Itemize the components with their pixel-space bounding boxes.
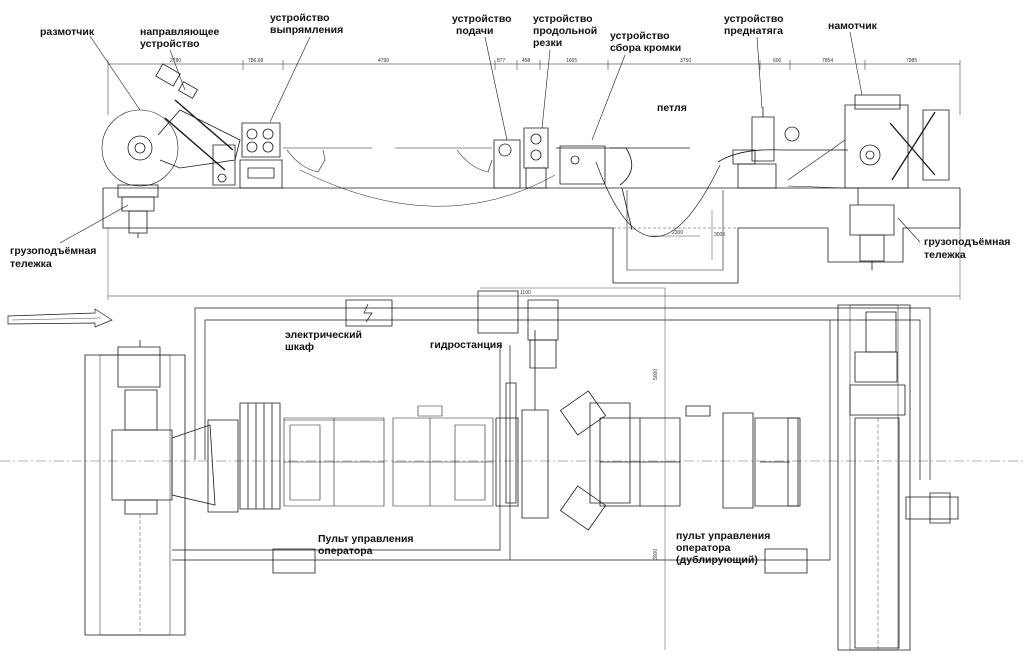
foundation-outline <box>103 188 960 283</box>
label-slitter-line1: устройство <box>533 13 593 25</box>
label-slitter-line3: резки <box>533 37 563 49</box>
label-loop: петля <box>657 102 687 114</box>
electrical-cabinet <box>346 300 392 326</box>
label-edge-line2: сбора кромки <box>610 42 682 54</box>
recoiler-plan <box>838 305 958 650</box>
pretension-device <box>718 107 848 188</box>
dim-loop-width: 2300 <box>672 230 683 236</box>
direction-arrow <box>8 309 112 327</box>
dim-4: 877 <box>497 58 506 64</box>
label-panel-line2: оператора <box>318 545 373 557</box>
dim-3: 4790 <box>378 58 389 64</box>
dim-1: 2780 <box>170 58 181 64</box>
label-car-right-line1: грузоподъёмная <box>924 236 1011 248</box>
label-panel-line1: Пульт управления <box>318 533 414 545</box>
label-car-left-line1: грузоподъёмная <box>10 245 97 257</box>
hydraulic-station <box>478 291 518 333</box>
label-pretension-line1: устройство <box>724 13 784 25</box>
dim-2: 786.68 <box>248 58 264 64</box>
transfer-tables <box>283 148 555 206</box>
straightener-plan <box>208 403 280 512</box>
top-dimension-chain <box>108 60 960 115</box>
label-panel2-line2: оператора <box>676 542 731 554</box>
cable-route-upper <box>195 308 930 480</box>
label-panel2-line1: пульт управления <box>676 530 771 542</box>
label-straightener-line1: устройство <box>270 12 330 24</box>
label-pretension-line2: преднатяга <box>724 25 783 37</box>
uncoiler-plan <box>85 340 215 635</box>
loop-strip <box>596 162 720 237</box>
slitter-plan <box>496 300 558 518</box>
label-hydro: гидростанция <box>430 339 503 351</box>
label-car-right-line2: тележка <box>924 249 966 261</box>
label-slitter-line2: продольной <box>533 25 598 37</box>
plan-view: 1100 5000 3000 <box>0 288 1024 650</box>
dim-7: 3750 <box>680 58 691 64</box>
edge-collector-plan <box>560 391 710 530</box>
operator-panel <box>273 549 315 573</box>
dim-6: 1665 <box>566 58 577 64</box>
edge-collector <box>556 146 690 230</box>
dim-8: 600 <box>773 58 782 64</box>
label-feeder-line2: подачи <box>456 25 494 37</box>
dim-plan-3: 3000 <box>653 549 659 560</box>
label-panel2-line3: (дублирующий) <box>676 554 758 566</box>
operator-panel-backup <box>765 549 807 573</box>
label-car-left-line2: тележка <box>10 258 52 270</box>
label-cabinet-line1: электрический <box>285 329 362 341</box>
label-edge-line1: устройство <box>610 30 670 42</box>
label-guide-line2: устройство <box>140 38 200 50</box>
label-cabinet-line2: шкаф <box>285 341 315 353</box>
label-uncoiler: размотчик <box>40 26 95 38</box>
label-guide-line1: направляющее <box>140 26 220 38</box>
uncoiler-machine <box>102 64 240 238</box>
label-recoiler: намотчик <box>828 20 877 32</box>
recoiler-machine <box>845 95 949 270</box>
straightener-machine <box>240 123 282 188</box>
pretension-plan <box>723 413 800 508</box>
dim-9: 7854 <box>822 58 833 64</box>
label-straightener-line2: выпрямления <box>270 24 344 36</box>
dim-5: 498 <box>522 58 531 64</box>
dim-plan-2: 5000 <box>653 369 659 380</box>
dim-plan-1: 1100 <box>520 290 531 296</box>
dim-10: 7985 <box>906 58 917 64</box>
dim-loop-depth: 3000 <box>714 232 725 238</box>
label-feeder-line1: устройство <box>452 13 512 25</box>
tables-plan <box>284 406 493 506</box>
